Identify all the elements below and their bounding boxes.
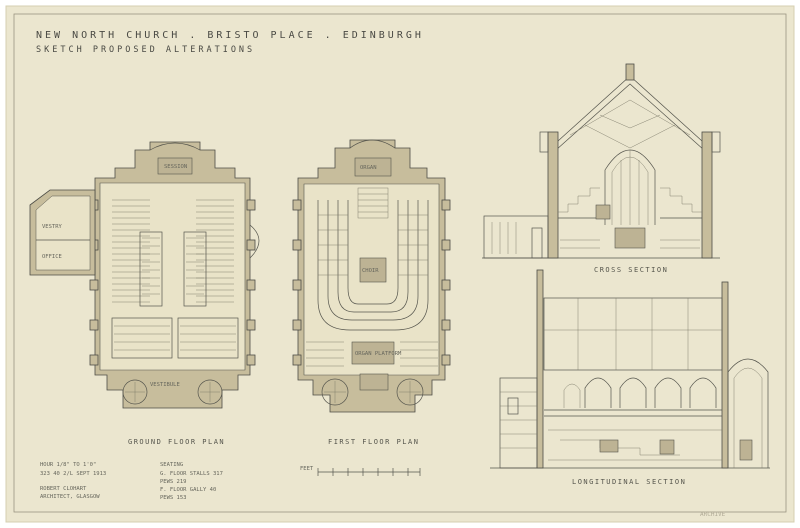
seating-title: SEATING (160, 462, 183, 468)
label-vestibule: VESTIBULE (150, 382, 180, 388)
label-choir: CHOIR (362, 268, 379, 274)
scale-bar: FEET (300, 466, 421, 476)
scale-note-2: 323 40 2/L SEPT 1913 (40, 471, 106, 477)
seating-row-4: PEWS 153 (160, 495, 187, 501)
notes-block: HOUR 1/8" TO 1'0" 323 40 2/L SEPT 1913 R… (40, 462, 223, 501)
sheet-border (13, 13, 787, 513)
sheet-title: NEW NORTH CHURCH . BRISTO PLACE . EDINBU… (36, 30, 424, 41)
label-session: SESSION (164, 164, 187, 170)
first-floor-label: FIRST FLOOR PLAN (328, 438, 419, 446)
first-floor-plan: ORGAN CHOIR ORGAN PLATFORM (292, 139, 451, 413)
label-organ: ORGAN (360, 165, 377, 171)
seating-row-3: F. FLOOR GALLY 40 (160, 487, 216, 493)
cross-section (482, 63, 721, 259)
cross-section-label: CROSS SECTION (594, 266, 668, 274)
label-office: OFFICE (42, 254, 62, 260)
scale-bar-label: FEET (300, 466, 314, 472)
seating-row-2: PEWS 219 (160, 479, 187, 485)
signature-1: ROBERT CLOHART (40, 486, 87, 492)
seating-row-1: G. FLOOR STALLS 317 (160, 471, 223, 477)
ground-floor-plan: SESSION VESTRY OFFICE (29, 141, 260, 409)
ground-floor-label: GROUND FLOOR PLAN (128, 438, 225, 446)
label-organ-platform: ORGAN PLATFORM (355, 351, 402, 357)
archive-stamp: ARCHIVE (700, 511, 726, 518)
longitudinal-section (490, 269, 770, 469)
signature-2: ARCHITECT, GLASGOW (40, 494, 100, 500)
scale-note-1: HOUR 1/8" TO 1'0" (40, 462, 96, 468)
longitudinal-section-label: LONGITUDINAL SECTION (572, 478, 686, 486)
label-vestry: VESTRY (42, 224, 63, 230)
sheet-subtitle: SKETCH PROPOSED ALTERATIONS (36, 45, 255, 55)
